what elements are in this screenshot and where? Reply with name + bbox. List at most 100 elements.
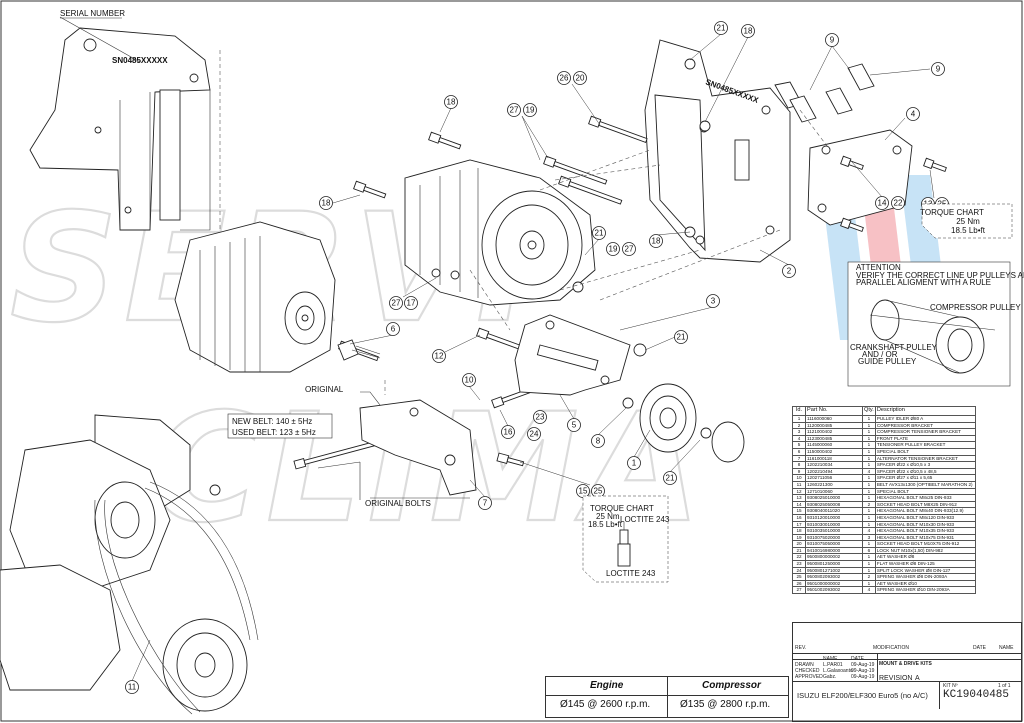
table-cell: BELT AVX13x1300 (OPTIBELT MARATHON 2) (874, 480, 977, 489)
table-cell: 1 (792, 415, 806, 423)
attention-line2: PARALLEL ALIGMENT WITH A RULE (856, 278, 991, 287)
new-belt-spec: NEW BELT: 140 ± 5Hz (232, 417, 312, 426)
table-cell: 7 (792, 454, 806, 463)
drawn-label: DRAWN (795, 662, 814, 668)
torque-top-title: TORQUE CHART (920, 208, 984, 217)
callout-bubbles: 1827192620211899418211927181422132522717… (125, 21, 949, 694)
engine-header: Engine (590, 680, 624, 691)
idler-pulley (639, 383, 745, 463)
callout-21: 21 (592, 226, 606, 240)
table-cell: HEXAGONAL BOLT M8x40 DIN-933(12.9) (874, 507, 977, 515)
approved-date: 09-Aug-19 (851, 674, 875, 680)
callout-number: 3 (711, 297, 716, 306)
callout-18: 18 (319, 196, 333, 210)
table-cell: 9310075020000 (805, 533, 863, 542)
table-cell: SOCKET HEAD BOLT M8X25 DIN-912 (874, 500, 977, 509)
table-cell: 1202711056 (805, 474, 863, 482)
table-cell: 9310035010000 (805, 527, 863, 535)
callout-number: 16 (504, 428, 513, 437)
callout-2: 2 (782, 264, 796, 278)
callout-8: 8 (591, 434, 605, 448)
callout-18: 18 (741, 24, 755, 38)
attention-line1: VERIFY THE CORRECT LINE UP PULLEYS AND T… (856, 271, 1024, 280)
callout-18: 18 (649, 234, 663, 248)
callout-16: 16 (501, 425, 515, 439)
table-cell: 4 (862, 467, 876, 476)
callout-number: 18 (322, 199, 331, 208)
col-qty: Qty. (862, 406, 876, 416)
table-cell: 1 (862, 434, 876, 443)
table-cell: 3 (862, 533, 876, 542)
torque-bottom-value: 25 Nm (596, 512, 620, 521)
checked-label: CHECKED (795, 668, 820, 674)
callout-number: 18 (652, 237, 661, 246)
table-cell: HEXAGONAL BOLT M10x35 DIN-933 (874, 527, 977, 535)
callout-number: 24 (530, 430, 539, 439)
engine-speed: Ø145 @ 2600 r.p.m. (560, 699, 651, 710)
used-belt-spec: USED BELT: 123 ± 5Hz (232, 428, 316, 437)
table-cell: SPRING WASHER Ø8 DIN-2093A (874, 573, 977, 581)
crank-label-1: CRANKSHAFT PULLEY (850, 343, 938, 352)
callout-number: 19 (526, 106, 535, 115)
table-cell: 8 (792, 461, 806, 469)
callout-6: 6 (386, 322, 400, 336)
table-cell: 9308025010000 (805, 494, 863, 502)
callout-25: 25 (591, 484, 605, 498)
table-cell: 1 (862, 474, 876, 482)
original-label: ORIGINAL (305, 385, 344, 394)
table-cell: SPACER Ø22 x Ø10,5 x 3 (874, 461, 977, 469)
callout-number: 18 (744, 27, 753, 36)
table-cell: 23 (792, 560, 806, 568)
crank-label-2: AND / OR (862, 350, 898, 359)
table-cell: TENSIONER PULLEY BRACKET (874, 441, 977, 449)
loctite-small-label: LOCTITE 243 (606, 569, 656, 578)
table-cell: 9501002093002 (805, 586, 863, 595)
table-cell: HEXAGONAL BOLT M10x30 DIN-933 (874, 520, 977, 529)
table-cell: 3 (792, 428, 806, 436)
table-cell: 1 (862, 480, 876, 489)
table-cell: COMPRESSOR TENSIONER BRACKET (874, 428, 977, 436)
col-id: Id. (792, 406, 806, 416)
table-cell: 1 (862, 441, 876, 449)
callout-19: 19 (606, 242, 620, 256)
table-cell: SPRING WASHER Ø10 DIN-2093A (874, 586, 977, 595)
callout-number: 12 (435, 352, 444, 361)
compressor-speed: Ø135 @ 2800 r.p.m. (680, 699, 771, 710)
torque-top-value: 25 Nm (956, 217, 980, 226)
table-cell: ALTERNATOR TENSIONER BRACKET (874, 454, 977, 463)
special-bolt (337, 339, 381, 361)
table-cell: 9501000000002 (805, 579, 863, 588)
vehicle-model: ISUZU ELF200/ELF300 Euro5 (no A/C) (797, 691, 928, 700)
callout-27: 27 (622, 242, 636, 256)
table-cell: LOCK NUT M10x(1,50) DIN-982 (874, 546, 977, 555)
callout-17: 17 (404, 296, 418, 310)
parts-table-header: Id. Part No. Qty. Description (792, 406, 977, 416)
callout-number: 25 (594, 487, 603, 496)
serial-number-label: SERIAL NUMBER (60, 9, 125, 18)
table-cell: SPECIAL BOLT (874, 487, 977, 496)
table-cell: 6 (862, 546, 876, 555)
table-cell: 1 (862, 428, 876, 436)
table-cell: 1121000402 (805, 428, 863, 436)
table-cell: 1150000402 (805, 447, 863, 456)
spacers (774, 63, 875, 123)
callout-24: 24 (527, 427, 541, 441)
table-cell: 1 (862, 494, 876, 502)
callout-19: 19 (523, 103, 537, 117)
table-cell: 1 (862, 540, 876, 548)
approved-label: APPROVED (795, 674, 823, 680)
table-cell: 1271010060 (805, 487, 863, 496)
name-header: NAME (999, 645, 1014, 651)
rev-header: REV. (795, 645, 807, 651)
callout-23: 23 (533, 410, 547, 424)
table-cell: 25 (792, 573, 806, 581)
